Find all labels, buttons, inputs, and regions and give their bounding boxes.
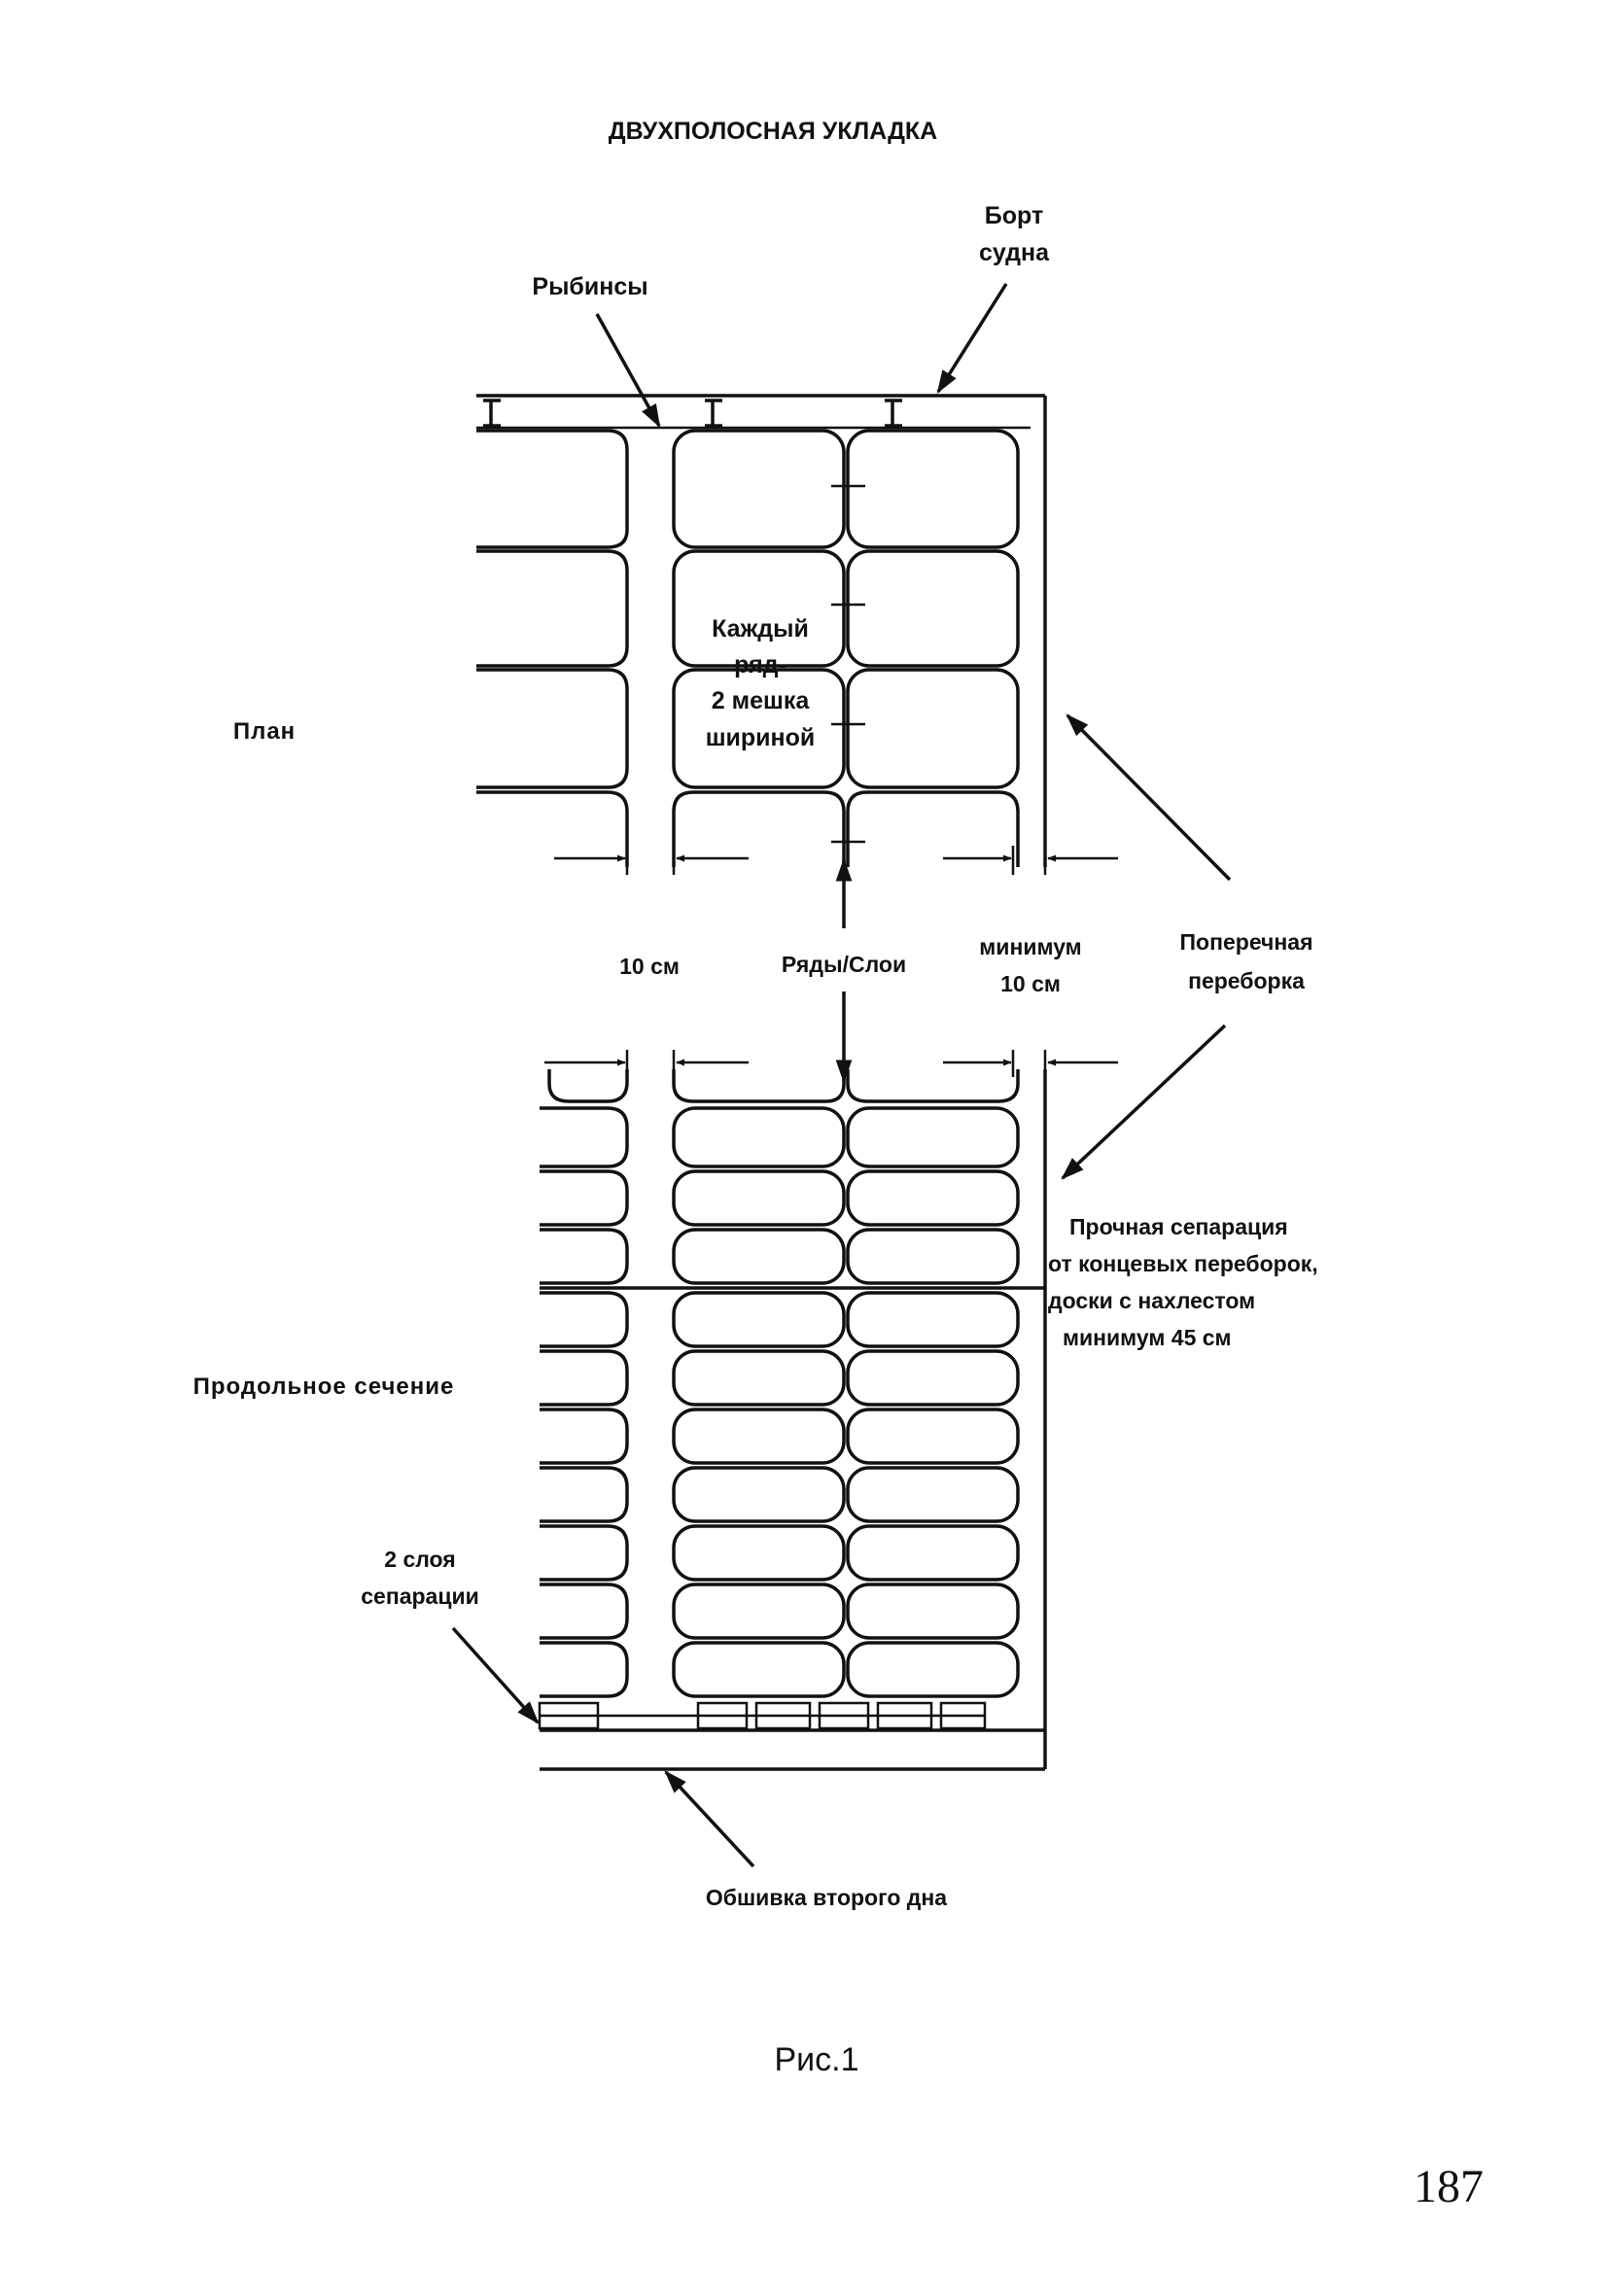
each-row-label-1: Каждый — [712, 615, 809, 643]
plan-bags-left — [476, 429, 629, 867]
transverse-bulkhead-label-2: переборка — [1188, 968, 1305, 993]
longitudinal-section — [538, 1069, 1047, 1771]
page-number: 187 — [1414, 2161, 1484, 2212]
separation-label-3: доски с нахлестом — [1048, 1288, 1255, 1313]
separation-label-4: минимум 45 см — [1063, 1325, 1232, 1350]
rows-layers-label: Ряды/Слои — [782, 952, 906, 977]
diagram-title: ДВУХПОЛОСНАЯ УКЛАДКА — [609, 118, 937, 145]
plan-bags-main — [672, 429, 1020, 867]
longitudinal-section-label: Продольное сечение — [193, 1374, 455, 1400]
cargo-battens-arrow — [595, 313, 661, 429]
two-layers-label-1: 2 слоя — [384, 1547, 455, 1572]
separation-label-2: от концевых переборок, — [1048, 1251, 1318, 1276]
section-bags-main — [672, 1106, 1020, 1698]
cargo-battens-label: Рыбинсы — [532, 273, 647, 300]
two-layers-arrow — [451, 1626, 540, 1724]
section-dimension-arrows — [544, 1050, 1118, 1077]
inner-bottom-arrow — [664, 1770, 755, 1868]
bulkhead-arrow-down — [1061, 1024, 1227, 1180]
inner-bottom-label: Обшивка второго дна — [706, 1885, 947, 1910]
separation-label-1: Прочная сепарация — [1069, 1214, 1288, 1239]
ship-side-label-2: судна — [979, 239, 1050, 266]
each-row-label-2: ряд- — [734, 651, 787, 678]
plan-view: Каждый ряд- 2 мешка шириной — [476, 394, 1047, 867]
ship-side-arrow — [936, 283, 1008, 395]
each-row-label-3: 2 мешка — [712, 687, 811, 714]
gap-10cm-label: 10 см — [619, 954, 680, 979]
transverse-bulkhead-label-1: Поперечная — [1180, 929, 1313, 955]
bulkhead-arrow-up — [1066, 713, 1232, 882]
ship-side-label-1: Борт — [985, 202, 1043, 229]
cargo-batten — [483, 399, 902, 428]
figure-caption: Рис.1 — [774, 2041, 858, 2078]
dunnage-layers — [538, 1701, 1045, 1732]
two-layers-label-2: сепарации — [361, 1583, 479, 1609]
minimum-label-2: 10 см — [1000, 971, 1061, 996]
plan-label: План — [233, 718, 296, 745]
each-row-label-4: шириной — [706, 724, 816, 751]
plan-dimension-arrows — [554, 846, 1118, 875]
minimum-label-1: минимум — [979, 934, 1081, 959]
